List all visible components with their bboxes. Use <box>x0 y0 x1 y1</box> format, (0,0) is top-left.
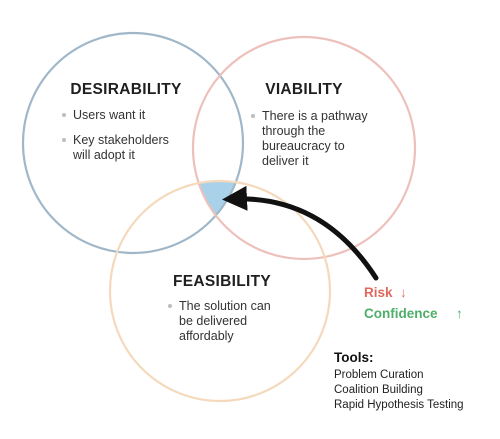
tools-title: Tools: <box>334 350 374 365</box>
viability-circle <box>191 35 417 261</box>
confidence-label: Confidence <box>364 306 438 321</box>
confidence-up-icon: ↑ <box>456 306 463 321</box>
bullet-text: will adopt it <box>72 148 135 162</box>
bullet-text: bureaucracy to <box>262 139 345 153</box>
bullet-dot-icon <box>168 304 172 308</box>
bullet-dot-icon <box>62 138 66 142</box>
bullet-text: through the <box>262 124 325 138</box>
tools-item: Problem Curation <box>334 369 423 381</box>
bullet-dot-icon <box>62 113 66 117</box>
viability-title: VIABILITY <box>265 81 343 98</box>
desirability-circle <box>21 31 245 255</box>
bullet-text: Key stakeholders <box>73 133 169 147</box>
bullet-text: Users want it <box>73 108 146 122</box>
bullet-text: deliver it <box>262 154 309 168</box>
risk-label: Risk <box>364 285 393 300</box>
risk-down-icon: ↓ <box>400 285 407 300</box>
bullet-dot-icon <box>251 114 255 118</box>
desirability-title: DESIRABILITY <box>70 81 182 98</box>
curved-arrow <box>222 185 379 281</box>
bullet-text: affordably <box>179 329 234 343</box>
feasibility-title: FEASIBILITY <box>173 273 271 290</box>
bullet-text: The solution can <box>179 299 271 313</box>
overlap-region <box>193 181 243 253</box>
feasibility-circle <box>108 179 332 403</box>
tools-item: Coalition Building <box>334 384 423 396</box>
tools-item: Rapid Hypothesis Testing <box>334 399 464 411</box>
bullet-text: There is a pathway <box>262 109 368 123</box>
bullet-text: be delivered <box>179 314 247 328</box>
